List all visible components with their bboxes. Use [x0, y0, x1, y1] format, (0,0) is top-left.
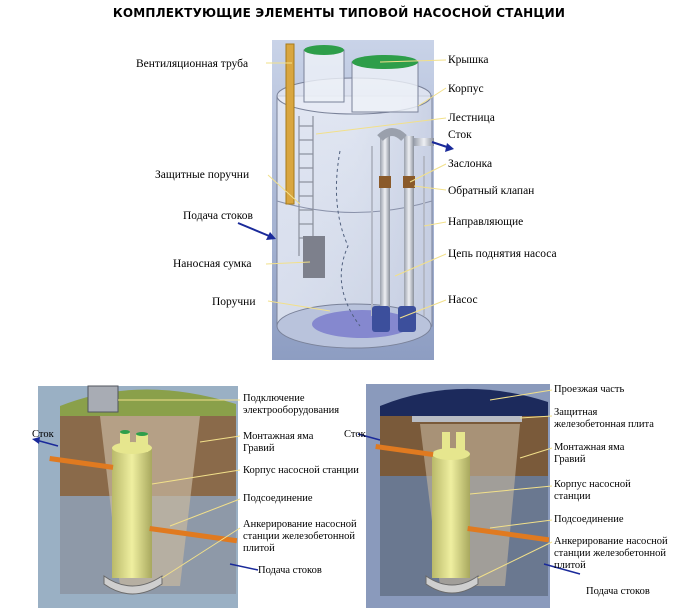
bl-label-anchor-1: Анкерирование насосной	[243, 519, 357, 530]
br-label-slab-1: Защитная	[554, 407, 598, 418]
br-leaders	[469, 389, 553, 579]
bl-label-tank: Корпус насосной станции	[243, 465, 359, 476]
pipe-bend	[377, 128, 407, 141]
br-outflow-arrow	[357, 433, 381, 441]
label-gate-valve: Заслонка	[448, 158, 493, 170]
bottom-right-diagram: Сток Подача стоков Проезжая часть Защитн…	[340, 376, 678, 610]
lid-left	[304, 45, 344, 55]
bottom-left-illustration	[32, 385, 259, 608]
bl-label-anchor-3: плитой	[243, 543, 275, 554]
right-leaders	[315, 59, 447, 319]
br-slab	[412, 416, 522, 422]
bl-outflow-pipe	[49, 456, 114, 470]
bl-neck-1	[120, 432, 130, 450]
label-body: Корпус	[448, 83, 484, 95]
br-inflow-arrow	[543, 563, 581, 575]
bl-anchor-slab	[103, 575, 163, 595]
label-pump: Насос	[448, 294, 478, 306]
br-label-anchor-3: плитой	[554, 560, 586, 571]
neck-left	[303, 49, 345, 103]
label-protective-rails: Защитные поручни	[155, 169, 250, 181]
br-anchor-slab	[425, 575, 479, 594]
bl-label-inflow: Подача стоков	[258, 565, 322, 576]
outflow-arrow-head	[445, 143, 454, 152]
br-label-pit: Монтажная яма	[554, 442, 625, 453]
top-station-illustration	[237, 40, 454, 360]
br-label-inflow: Подача стоков	[586, 586, 650, 597]
br-tank	[432, 454, 470, 578]
br-label-tank-2: станции	[554, 491, 591, 502]
bl-inflow-pipe	[149, 526, 238, 544]
br-label-outflow: Сток	[344, 429, 366, 440]
bl-label-pit: Монтажная яма	[243, 431, 314, 442]
br-label-anchor-2: станции железобетонной	[554, 548, 666, 559]
bl-leaders	[118, 399, 241, 579]
inflow-arrow	[237, 222, 275, 239]
bl-label-anchor-2: станции железобетонной	[243, 531, 355, 542]
br-inflow-pipe	[467, 526, 550, 543]
neck-right	[351, 61, 419, 113]
bl-tank	[112, 448, 152, 578]
left-leaders	[265, 62, 331, 312]
br-label-tank-1: Корпус насосной	[554, 479, 631, 490]
bl-electrical-box	[87, 385, 119, 413]
bl-label-electrical-1: Подключение	[243, 393, 305, 404]
label-vent-pipe: Вентиляционная труба	[136, 58, 249, 70]
br-outflow-pipe	[375, 443, 434, 458]
bl-outflow-arrow	[35, 439, 59, 447]
br-neck-2	[456, 432, 465, 456]
top-station-diagram: Вентиляционная труба Защитные поручни По…	[0, 26, 678, 366]
debris-basket	[303, 236, 325, 278]
br-label-gravel: Гравий	[554, 454, 586, 465]
pump-2	[398, 306, 416, 332]
ladder	[298, 116, 314, 256]
label-debris-bag: Наносная сумка	[173, 258, 252, 270]
inflow-arrow-head	[266, 232, 276, 240]
bl-label-outflow: Сток	[32, 429, 54, 440]
bottom-right-illustration	[357, 384, 581, 608]
page-title: КОМПЛЕКТУЮЩИЕ ЭЛЕМЕНТЫ ТИПОВОЙ НАСОСНОЙ …	[112, 6, 566, 20]
br-label-anchor-1: Анкерирование насосной	[554, 536, 668, 547]
br-label-slab-2: железобетонная плита	[554, 419, 654, 430]
label-pump-chain: Цепь поднятия насоса	[448, 248, 557, 260]
label-lid: Крышка	[448, 54, 489, 66]
vent-pipe	[285, 43, 295, 205]
valve-1	[379, 176, 391, 188]
label-inflow: Подача стоков	[183, 210, 253, 222]
tank-water	[312, 310, 412, 338]
br-label-connection: Подсоединение	[554, 514, 624, 525]
br-label-road: Проезжая часть	[554, 384, 625, 395]
bl-neck-2	[136, 434, 148, 452]
outlet-pipe	[414, 138, 434, 146]
bl-label-gravel: Гравий	[243, 443, 275, 454]
valve-2	[403, 176, 415, 188]
label-guides: Направляющие	[448, 216, 524, 228]
br-neck-1	[442, 432, 450, 456]
bl-inflow-arrow	[229, 563, 259, 571]
pump-1	[372, 306, 390, 332]
inner-line	[335, 150, 361, 327]
label-outflow: Сток	[448, 129, 472, 141]
label-ladder: Лестница	[448, 112, 495, 124]
bottom-left-diagram: Сток Подача стоков Подключение электрооб…	[0, 376, 370, 610]
pipe-1	[380, 136, 390, 316]
mid-ring	[276, 200, 433, 213]
bl-label-electrical-2: электрооборудования	[243, 405, 340, 416]
label-handrails: Поручни	[212, 296, 256, 308]
bl-label-connection: Подсоединение	[243, 493, 313, 504]
pipe-2	[404, 136, 414, 316]
label-check-valve: Обратный клапан	[448, 185, 535, 197]
